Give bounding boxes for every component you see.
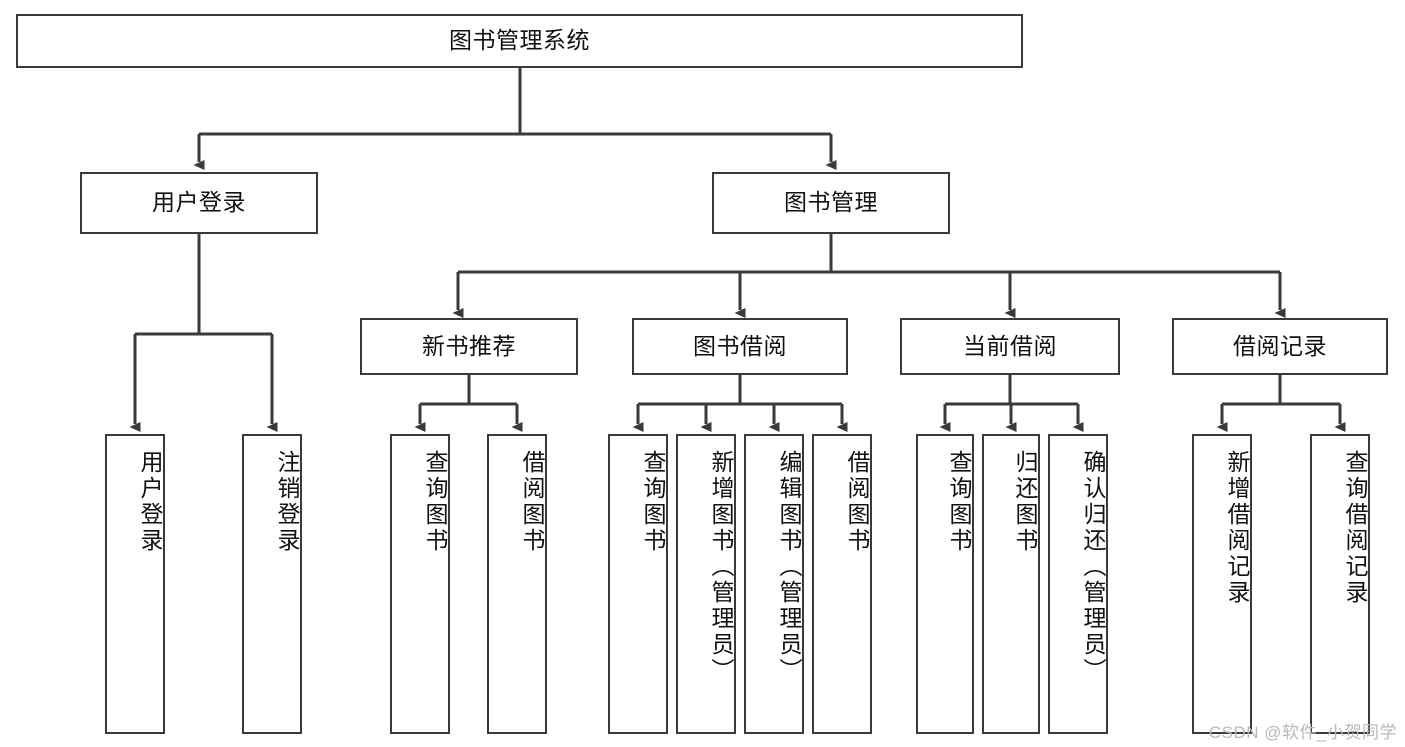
node-leaf-query-book-1[interactable]: 查询图书 — [390, 434, 450, 734]
node-leaf-query-book-2-label: 查询图书 — [640, 450, 666, 554]
node-leaf-add-record[interactable]: 新增借阅记录 — [1192, 434, 1252, 734]
node-leaf-query-book-3[interactable]: 查询图书 — [916, 434, 974, 734]
node-current-borrow[interactable]: 当前借阅 — [900, 318, 1120, 375]
node-leaf-confirm-return[interactable]: 确认归还（管理员） — [1048, 434, 1108, 734]
node-leaf-query-record[interactable]: 查询借阅记录 — [1310, 434, 1370, 734]
node-leaf-borrow-book-2-label: 借阅图书 — [844, 450, 870, 554]
node-new-book-recommend[interactable]: 新书推荐 — [360, 318, 578, 375]
node-leaf-borrow-book-1-label: 借阅图书 — [519, 450, 545, 554]
node-leaf-return-book-label: 归还图书 — [1012, 450, 1038, 554]
node-leaf-edit-book-label: 编辑图书（管理员） — [776, 450, 802, 684]
node-leaf-borrow-book-2[interactable]: 借阅图书 — [812, 434, 872, 734]
node-book-management-label: 图书管理 — [784, 189, 878, 216]
node-book-borrow[interactable]: 图书借阅 — [632, 318, 848, 375]
node-leaf-logout-login-label: 注销登录 — [274, 450, 300, 554]
node-leaf-edit-book[interactable]: 编辑图书（管理员） — [744, 434, 804, 734]
node-leaf-return-book[interactable]: 归还图书 — [982, 434, 1040, 734]
node-leaf-user-login[interactable]: 用户登录 — [105, 434, 165, 734]
node-borrow-record-label: 借阅记录 — [1233, 332, 1327, 359]
node-leaf-add-record-label: 新增借阅记录 — [1224, 450, 1250, 606]
node-current-borrow-label: 当前借阅 — [963, 332, 1057, 359]
node-root-label: 图书管理系统 — [449, 27, 590, 54]
node-leaf-user-login-label: 用户登录 — [137, 450, 163, 554]
node-leaf-query-book-1-label: 查询图书 — [422, 450, 448, 554]
node-leaf-query-record-label: 查询借阅记录 — [1342, 450, 1368, 606]
node-leaf-confirm-return-label: 确认归还（管理员） — [1080, 450, 1106, 684]
node-leaf-add-book-label: 新增图书（管理员） — [708, 450, 734, 684]
node-leaf-query-book-3-label: 查询图书 — [946, 450, 972, 554]
node-root[interactable]: 图书管理系统 — [16, 14, 1023, 68]
node-user-login-label: 用户登录 — [152, 189, 246, 216]
node-book-borrow-label: 图书借阅 — [693, 332, 787, 359]
node-leaf-query-book-2[interactable]: 查询图书 — [608, 434, 668, 734]
node-new-book-recommend-label: 新书推荐 — [422, 332, 516, 359]
node-borrow-record[interactable]: 借阅记录 — [1172, 318, 1388, 375]
node-leaf-logout-login[interactable]: 注销登录 — [242, 434, 302, 734]
node-book-management[interactable]: 图书管理 — [712, 172, 950, 234]
node-user-login[interactable]: 用户登录 — [80, 172, 318, 234]
node-leaf-add-book[interactable]: 新增图书（管理员） — [676, 434, 736, 734]
node-leaf-borrow-book-1[interactable]: 借阅图书 — [487, 434, 547, 734]
csdn-watermark: CSDN @软件_小贺同学 — [1208, 723, 1397, 742]
